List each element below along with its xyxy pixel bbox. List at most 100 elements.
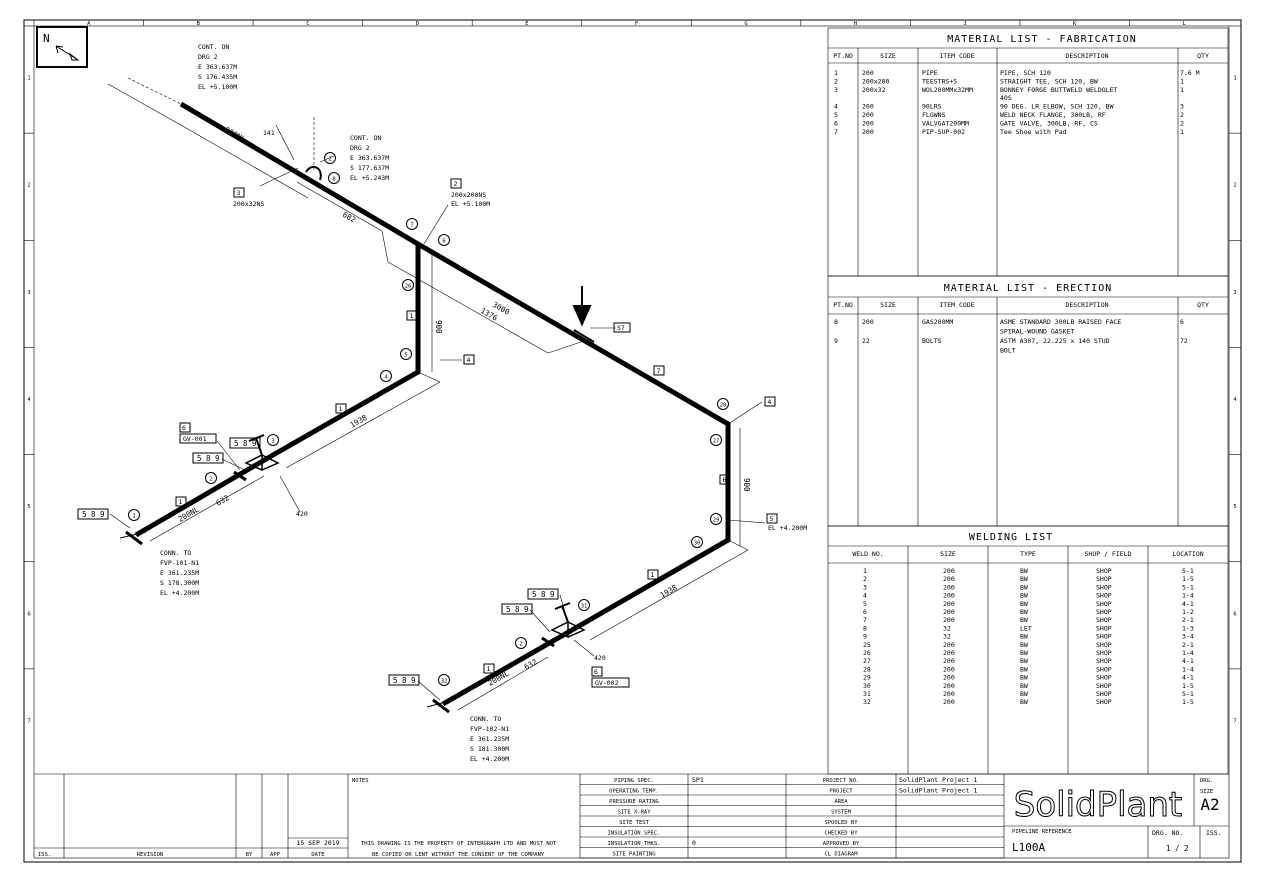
table-cell: PIPE xyxy=(922,69,938,77)
grid-number: 1 xyxy=(27,76,30,82)
table-cell: LET xyxy=(1020,624,1032,632)
table-header: DESCRIPTION xyxy=(1065,52,1108,60)
tag-line: E 363.637M xyxy=(198,63,237,71)
svg-text:5 8 9: 5 8 9 xyxy=(506,605,529,614)
table-cell: BW xyxy=(1020,600,1028,608)
table-cell: 200 xyxy=(943,608,955,616)
table-cell: VALVGAT200MM xyxy=(922,119,969,127)
table-cell: 72 xyxy=(1180,337,1188,345)
tag-line: EL +4.200M xyxy=(470,755,509,763)
svg-text:5 8 9: 5 8 9 xyxy=(393,676,416,685)
table-cell: 1-2 xyxy=(1182,608,1194,616)
table-cell: BW xyxy=(1020,649,1028,657)
project-label: CL DIAGRAM xyxy=(824,852,858,858)
app-label: APP xyxy=(270,852,281,858)
table-cell: 29 xyxy=(863,674,871,682)
table-cell: BW xyxy=(1020,674,1028,682)
grid-number: 4 xyxy=(1233,397,1237,403)
weld-number-circle: 2 xyxy=(205,472,217,484)
table-cell: 4-1 xyxy=(1182,674,1194,682)
part-number-box: 7 xyxy=(653,365,665,376)
project-value: SolidPlant Project 1 xyxy=(899,787,977,795)
table-cell: GATE VALVE, 300LB, RF, CS xyxy=(1000,119,1098,127)
table-cell: 90LRS xyxy=(922,103,942,111)
svg-text:6: 6 xyxy=(594,668,598,676)
svg-text:31: 31 xyxy=(581,604,588,610)
tag-line: S 181.300M xyxy=(470,745,509,753)
north-arrow: N xyxy=(36,26,88,68)
table-row: BOLT xyxy=(1000,347,1016,355)
svg-text:7: 7 xyxy=(657,367,661,375)
table-cell: 2 xyxy=(863,575,867,583)
tag-line: DRG 2 xyxy=(198,53,218,61)
table-cell: 7.6 M xyxy=(1180,69,1200,77)
iss-label: ISS. xyxy=(38,852,51,858)
part-number-box: 4 xyxy=(764,396,776,407)
spec-value: SP1 xyxy=(692,776,704,784)
dim-141: 141 xyxy=(263,129,275,137)
table-header: SIZE xyxy=(880,52,896,60)
flange-icon xyxy=(426,698,454,714)
table-row: 40S xyxy=(1000,94,1012,102)
weld-number-circle: 8 xyxy=(328,172,340,184)
part-number-box: 1 xyxy=(335,403,347,414)
svg-text:2: 2 xyxy=(519,642,522,648)
table-cell: 5-1 xyxy=(1182,690,1194,698)
weldolet-icon xyxy=(305,165,322,181)
notes-label: NOTES xyxy=(352,778,369,784)
table-cell: SHOP xyxy=(1096,682,1112,690)
part-number-box: 2 xyxy=(450,178,462,189)
tag-line: E 363.637M xyxy=(350,154,389,162)
grid-number: 3 xyxy=(27,290,30,296)
table-cell: 200 xyxy=(862,103,874,111)
erection-title: MATERIAL LIST - ERECTION xyxy=(944,283,1113,294)
svg-text:2: 2 xyxy=(209,477,212,483)
table-cell: WOL200MMx32MM xyxy=(922,86,973,94)
table-header: SIZE xyxy=(940,550,956,558)
table-cell: SHOP xyxy=(1096,641,1112,649)
svg-text:4: 4 xyxy=(467,356,471,364)
table-cell: BW xyxy=(1020,657,1028,665)
svg-text:6: 6 xyxy=(182,424,186,432)
tag-line: CONT. ON xyxy=(198,43,229,51)
table-cell: SHOP xyxy=(1096,583,1112,591)
table-cell: 90 DEG. LR ELBOW, SCH 120, BW xyxy=(1000,103,1114,111)
svg-text:32: 32 xyxy=(441,679,448,685)
weld-number-circle: 28 xyxy=(717,398,729,410)
table-cell: 3 xyxy=(863,583,867,591)
table-cell: 200x200 xyxy=(862,77,889,85)
part-number-box: 1 xyxy=(406,310,418,321)
dim-420-a: 420 xyxy=(296,510,308,518)
size-label: SIZE xyxy=(1200,789,1213,795)
svg-text:2: 2 xyxy=(328,157,331,163)
disclaimer-line-2: BE COPIED OR LENT WITHOUT THE CONSENT OF… xyxy=(372,852,545,858)
table-header: PT.NO xyxy=(833,301,853,309)
weld-spec-box: 5 8 9 xyxy=(527,588,559,600)
table-cell: BW xyxy=(1020,641,1028,649)
weld-number-circle: 6 xyxy=(438,234,450,246)
table-cell: 1-5 xyxy=(1182,698,1194,706)
grid-letter: E xyxy=(525,21,528,27)
svg-text:1: 1 xyxy=(651,571,655,579)
dim-420-b: 420 xyxy=(594,654,606,662)
table-cell: 4 xyxy=(834,103,838,111)
table-cell: 200 xyxy=(862,69,874,77)
grid-number: 5 xyxy=(27,504,30,510)
table-cell: 5-1 xyxy=(1182,567,1194,575)
table-cell: 2 xyxy=(1180,119,1184,127)
grid-letter: K xyxy=(1073,21,1077,27)
grid-number: 5 xyxy=(1233,504,1236,510)
table-cell: 4 xyxy=(863,592,867,600)
table-cell: 26 xyxy=(863,649,871,657)
fabrication-title: MATERIAL LIST - FABRICATION xyxy=(947,34,1137,45)
tag-line: CONT. ON xyxy=(350,134,381,142)
